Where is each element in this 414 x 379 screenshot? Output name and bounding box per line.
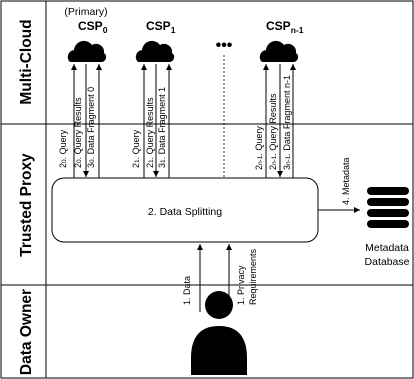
database-label-line1: Metadata bbox=[365, 242, 409, 254]
label-data: 1. Data bbox=[182, 276, 192, 305]
lane-label-multi-cloud: Multi-Cloud bbox=[18, 19, 35, 104]
cloud-icon bbox=[67, 40, 107, 62]
lane-label-trusted-proxy: Trusted Proxy bbox=[18, 153, 35, 257]
ellipsis: ••• bbox=[216, 37, 233, 54]
csp1-label: CSP1 bbox=[146, 19, 176, 35]
lane-label-data-owner: Data Owner bbox=[18, 289, 35, 375]
primary-note: (Primary) bbox=[64, 6, 107, 18]
label-metadata: 4. Metadata bbox=[341, 157, 351, 205]
csp0-label: CSP0 bbox=[78, 19, 108, 35]
label-csp0-fragment: 30. Data Fragment 0 bbox=[86, 87, 96, 168]
label-privacy-line1: 1. Privacy bbox=[236, 265, 246, 305]
label-cspn-query: 2n-1. Query bbox=[254, 126, 264, 170]
label-csp1-fragment: 31. Data Fragment 1 bbox=[157, 87, 167, 168]
label-cspn-results: 2n-1. Query Results bbox=[268, 93, 278, 170]
person-icon bbox=[191, 291, 247, 375]
database-icon bbox=[367, 187, 409, 228]
label-csp1-results: 21. Query Results bbox=[145, 97, 155, 168]
label-csp0-results: 20. Query Results bbox=[73, 97, 83, 168]
cloud-icon bbox=[259, 40, 299, 62]
label-cspn-fragment: 3n-1. Data Fragment n-1 bbox=[282, 75, 292, 170]
label-csp1-query: 21. Query bbox=[131, 129, 141, 168]
proxy-label: 2. Data Splitting bbox=[148, 206, 222, 218]
cloud-icon bbox=[135, 40, 175, 62]
database-label-line2: Database bbox=[365, 256, 410, 268]
cspn-label: CSPn-1 bbox=[266, 19, 304, 35]
label-csp0-query: 20. Query bbox=[58, 129, 68, 168]
label-privacy-line2: Requirements bbox=[248, 248, 258, 305]
